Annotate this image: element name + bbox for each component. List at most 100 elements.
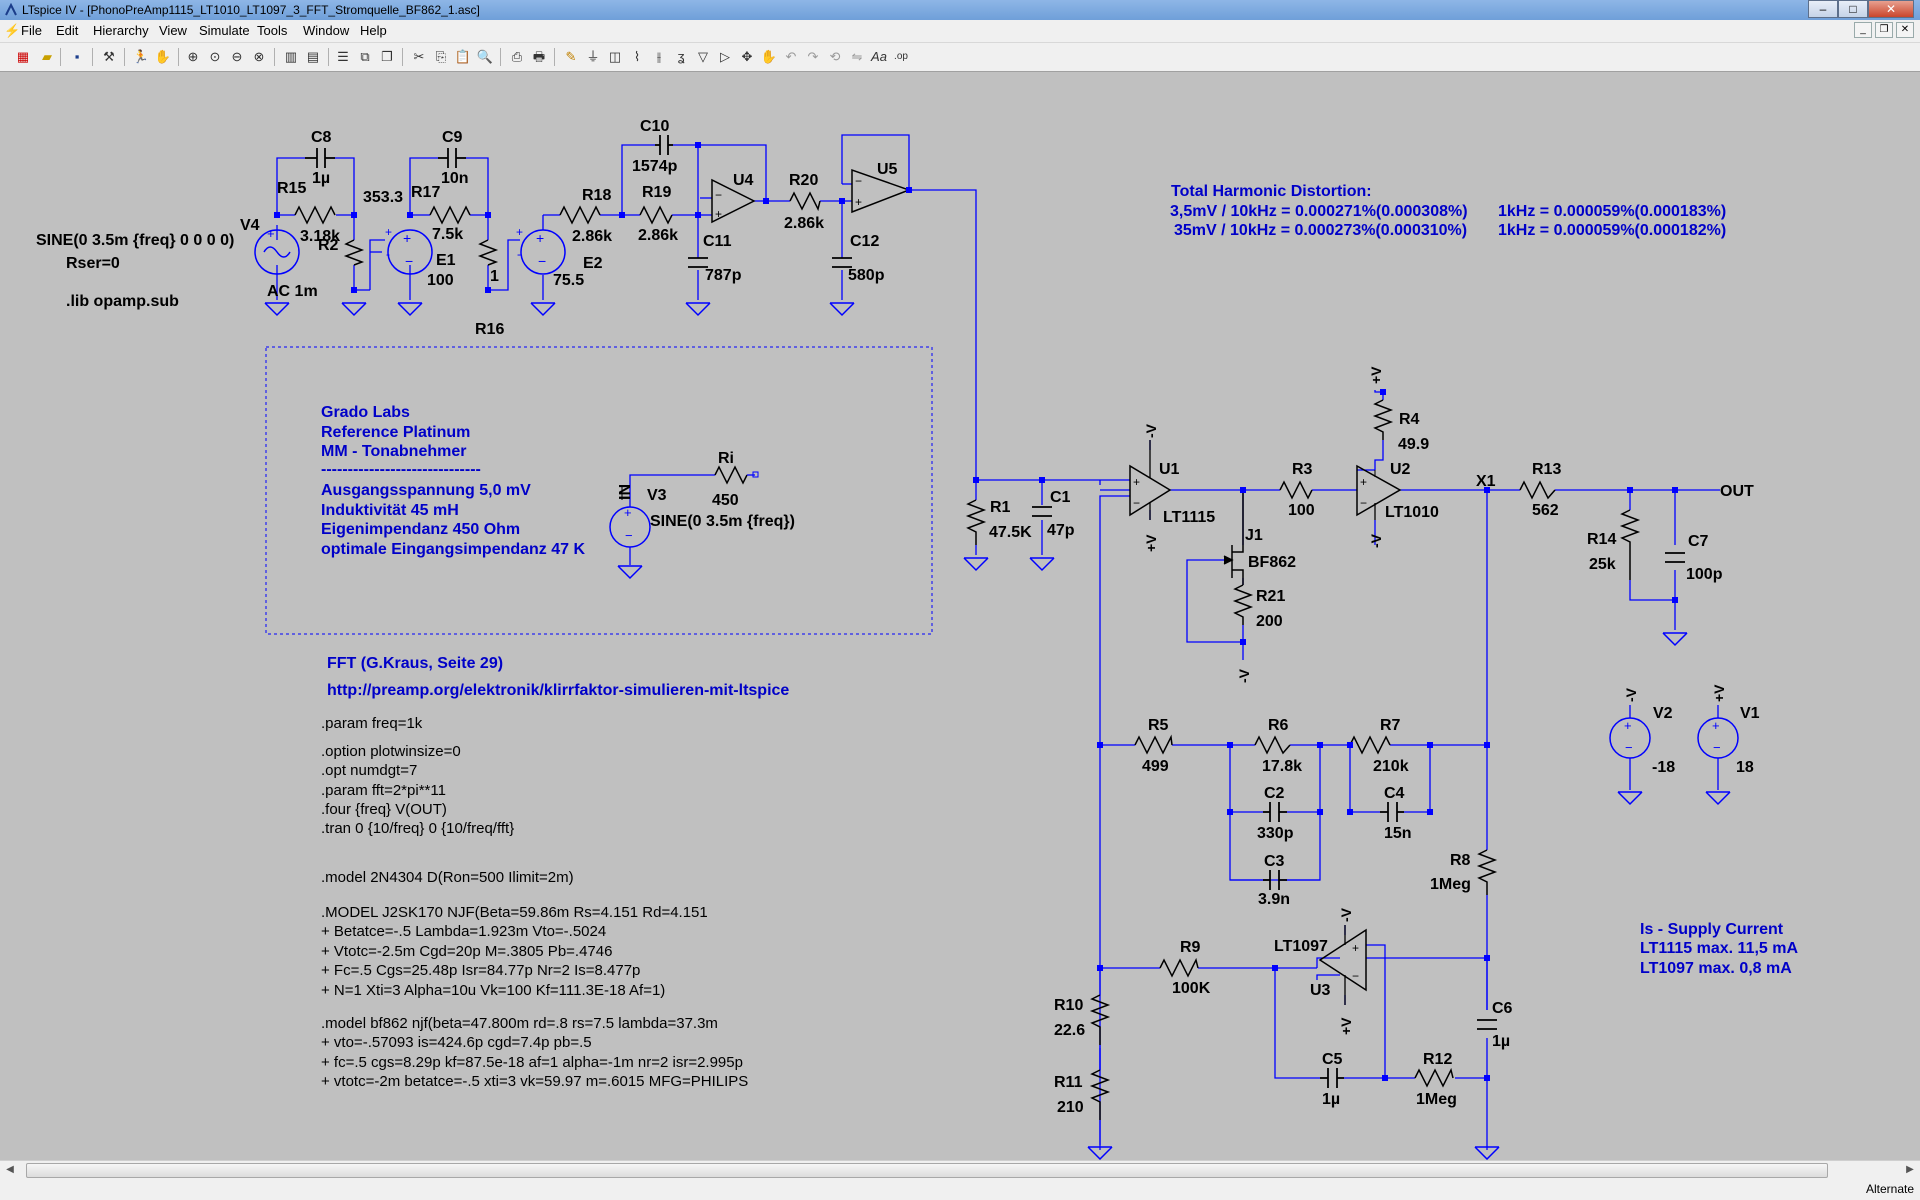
r18-resistor[interactable] bbox=[559, 205, 601, 225]
e1-vcvs[interactable]: +− +- bbox=[385, 225, 433, 275]
r19-resistor[interactable] bbox=[639, 205, 673, 225]
r3-resistor[interactable] bbox=[1279, 480, 1313, 500]
copy-icon[interactable]: ⎘ bbox=[435, 49, 447, 64]
cascade-icon[interactable]: ❐ bbox=[381, 49, 393, 64]
run-icon[interactable]: 🏃 bbox=[132, 49, 150, 64]
tile-horizontal-icon[interactable]: ☰ bbox=[337, 49, 349, 64]
menu-tools[interactable]: Tools bbox=[257, 23, 288, 38]
zoom-fit-icon[interactable]: ⊗ bbox=[253, 49, 265, 64]
cut-icon[interactable]: ✂ bbox=[413, 49, 425, 64]
undo-icon[interactable]: ↶ bbox=[785, 49, 797, 64]
r17-resistor[interactable] bbox=[429, 205, 471, 225]
mdi-close-icon[interactable]: ✕ bbox=[1896, 22, 1914, 38]
u3-opamp[interactable]: +− bbox=[1318, 925, 1367, 1005]
menu-help[interactable]: Help bbox=[360, 23, 387, 38]
c1-capacitor[interactable] bbox=[1032, 506, 1052, 517]
capacitor-icon[interactable]: ⫲ bbox=[656, 49, 662, 64]
menu-hierarchy[interactable]: Hierarchy bbox=[93, 23, 149, 38]
diode-icon[interactable]: ▽ bbox=[698, 49, 708, 64]
control-panel-icon[interactable]: ⚒ bbox=[103, 49, 115, 64]
menu-simulate[interactable]: Simulate bbox=[199, 23, 250, 38]
r16-resistor[interactable] bbox=[477, 239, 499, 266]
wire-icon[interactable]: ✎ bbox=[565, 49, 577, 64]
r7-resistor[interactable] bbox=[1349, 735, 1391, 755]
inductor-icon[interactable]: ʓ bbox=[677, 49, 685, 64]
r13-resistor[interactable] bbox=[1519, 480, 1556, 500]
u5-opamp[interactable]: −+ bbox=[851, 168, 912, 214]
scroll-left-icon[interactable]: ◀ bbox=[6, 1164, 14, 1175]
scrollbar-thumb[interactable] bbox=[26, 1163, 1828, 1178]
mirror-icon[interactable]: ⇋ bbox=[851, 49, 863, 64]
schematic-canvas[interactable]: + +− +- +− +- bbox=[0, 72, 1920, 1160]
c2-capacitor[interactable] bbox=[1263, 802, 1287, 822]
r21-resistor[interactable] bbox=[1232, 584, 1254, 625]
r15-resistor[interactable] bbox=[294, 205, 336, 225]
open-icon[interactable]: ▰ bbox=[42, 49, 52, 64]
v2-source[interactable]: +− bbox=[1609, 705, 1651, 790]
menu-view[interactable]: View bbox=[159, 23, 187, 38]
label-net-icon[interactable]: ◫ bbox=[608, 49, 622, 64]
e2-vcvs[interactable]: +− +- bbox=[516, 225, 566, 275]
r12-resistor[interactable] bbox=[1414, 1067, 1454, 1088]
ground-icon[interactable]: ⏚ bbox=[586, 49, 600, 64]
maximize-button[interactable]: □ bbox=[1838, 0, 1868, 18]
new-schematic-icon[interactable]: ▦ bbox=[16, 49, 30, 64]
u1-opamp[interactable]: +− bbox=[1129, 440, 1172, 520]
component-icon[interactable]: ▷ bbox=[720, 49, 730, 64]
c9-capacitor[interactable] bbox=[438, 148, 466, 168]
j1-jfet[interactable] bbox=[1223, 490, 1244, 585]
c12-capacitor[interactable] bbox=[832, 257, 852, 268]
v1-source[interactable]: +− bbox=[1697, 705, 1739, 790]
tile-vertical-icon[interactable]: ⧉ bbox=[360, 49, 370, 64]
r4-resistor[interactable] bbox=[1372, 399, 1394, 440]
print-icon[interactable]: 🖶 bbox=[532, 49, 546, 64]
r20-resistor[interactable] bbox=[789, 191, 821, 212]
r6-resistor[interactable] bbox=[1254, 735, 1291, 755]
ri-resistor[interactable] bbox=[714, 465, 748, 485]
c8-capacitor[interactable] bbox=[305, 148, 335, 168]
zoom-in-icon[interactable]: ⊕ bbox=[187, 49, 199, 64]
move-icon[interactable]: ✥ bbox=[741, 49, 753, 64]
spice-directive-icon[interactable]: .op bbox=[894, 51, 908, 62]
ltspice-menu-icon[interactable]: ⚡ bbox=[4, 23, 21, 38]
c5-capacitor[interactable] bbox=[1320, 1068, 1344, 1088]
r5-resistor[interactable] bbox=[1134, 734, 1173, 755]
r14-resistor[interactable] bbox=[1619, 509, 1641, 580]
u2-opamp[interactable]: +− bbox=[1356, 464, 1402, 520]
r1-resistor[interactable] bbox=[965, 499, 987, 545]
c10-capacitor[interactable] bbox=[655, 135, 673, 155]
menu-file[interactable]: File bbox=[21, 23, 42, 38]
r8-resistor[interactable] bbox=[1476, 849, 1498, 895]
c4-capacitor[interactable] bbox=[1380, 802, 1404, 822]
redo-icon[interactable]: ↷ bbox=[807, 49, 819, 64]
waveform-icon[interactable]: ▤ bbox=[306, 49, 320, 64]
autoscale-icon[interactable]: ▥ bbox=[284, 49, 298, 64]
minimize-button[interactable]: – bbox=[1808, 0, 1838, 18]
horizontal-scrollbar[interactable]: ◀ ▶ bbox=[0, 1160, 1920, 1179]
menu-window[interactable]: Window bbox=[303, 23, 350, 38]
mdi-restore-icon[interactable]: ❐ bbox=[1875, 22, 1893, 38]
v3-source[interactable]: +− bbox=[609, 505, 651, 548]
print-preview-icon[interactable]: ⎙ bbox=[511, 49, 523, 64]
find-icon[interactable]: 🔍 bbox=[476, 49, 494, 64]
drag-icon[interactable]: ✋ bbox=[760, 49, 778, 64]
zoom-out-icon[interactable]: ⊖ bbox=[231, 49, 243, 64]
u4-opamp[interactable]: −+ bbox=[711, 178, 756, 224]
c6-capacitor[interactable] bbox=[1477, 1019, 1497, 1030]
save-icon[interactable]: ▪ bbox=[74, 49, 80, 64]
c3-capacitor[interactable] bbox=[1263, 870, 1287, 890]
pan-icon[interactable]: ⊙ bbox=[209, 49, 221, 64]
r10-resistor[interactable] bbox=[1089, 994, 1111, 1045]
resistor-icon[interactable]: ⌇ bbox=[633, 49, 641, 64]
paste-icon[interactable]: 📋 bbox=[454, 49, 472, 64]
menu-edit[interactable]: Edit bbox=[56, 23, 79, 38]
c7-capacitor[interactable] bbox=[1665, 552, 1685, 563]
v4-source[interactable]: + bbox=[254, 226, 300, 275]
mdi-minimize-icon[interactable]: _ bbox=[1854, 22, 1872, 38]
scroll-right-icon[interactable]: ▶ bbox=[1906, 1164, 1914, 1175]
halt-icon[interactable]: ✋ bbox=[154, 49, 172, 64]
r9-resistor[interactable] bbox=[1159, 957, 1199, 978]
r2-resistor[interactable] bbox=[343, 239, 365, 266]
c11-capacitor[interactable] bbox=[688, 257, 708, 268]
r11-resistor[interactable] bbox=[1089, 1069, 1111, 1120]
